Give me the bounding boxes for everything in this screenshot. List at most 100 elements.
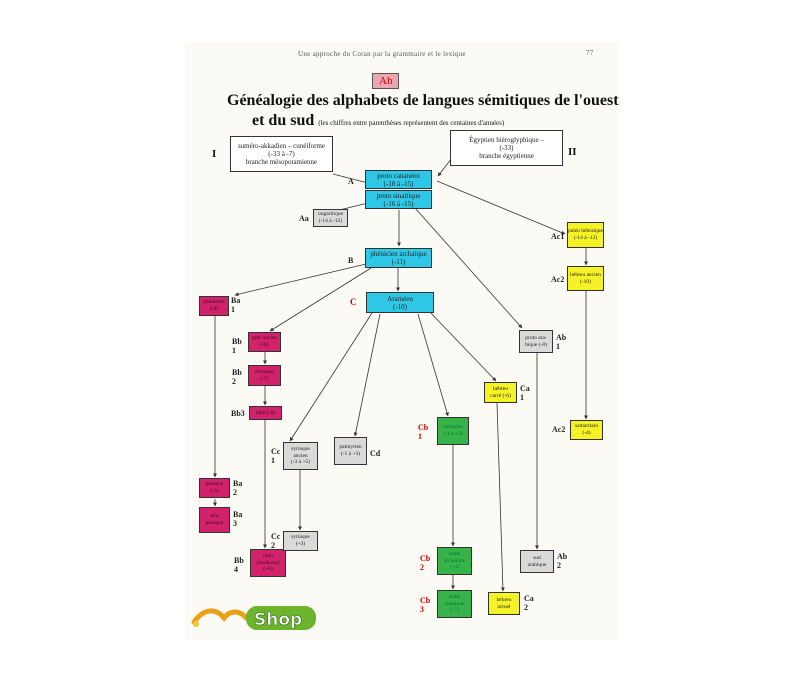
- box-text: (-1 à +3): [340, 451, 361, 457]
- label-Ab1: Ab 1: [556, 333, 567, 351]
- box-text: (-16 à -15): [383, 199, 414, 208]
- box-text: (-18 à -15): [383, 179, 414, 188]
- box-hebreu-ancien: hébreu ancien (-10): [567, 266, 604, 291]
- box-text: phénicien: [203, 299, 225, 306]
- box-text: phénicien archaïque: [370, 250, 427, 258]
- box-text: hébreu: [493, 385, 508, 392]
- box-cb3: arabe classique (+7): [437, 590, 472, 618]
- box-text: latin (-6): [255, 409, 276, 416]
- label-Ca1: Ca 1: [520, 384, 530, 402]
- arrow-proto-paleohebraique: [436, 180, 566, 235]
- box-text: actuel: [497, 603, 511, 610]
- box-bb4: latin (moderne) (+6): [250, 549, 286, 577]
- box-arameen: Araméen (-10): [366, 292, 434, 313]
- logo-text: Shop: [254, 610, 302, 630]
- label-Cb2: Cb 2: [420, 554, 431, 572]
- label-Ca2: Ca 2: [524, 594, 534, 612]
- box-text: punique: [205, 520, 224, 526]
- box-bb3: latin (-6): [249, 406, 282, 420]
- box-text: (-14 à -12): [573, 235, 598, 241]
- box-text: hébreu ancien: [570, 271, 601, 278]
- box-text: punique: [205, 481, 224, 488]
- label-B: B: [348, 256, 354, 265]
- logo-swoosh-icon: Shop: [191, 606, 316, 630]
- box-ougaritique: ougaritique (-14 à -12): [313, 209, 348, 227]
- box-ab2: sud arabique: [520, 550, 554, 573]
- label-Ba1: Ba 1: [231, 296, 241, 314]
- box-text: branche égyptienne: [479, 152, 534, 160]
- box-phenicien-archaique: phénicien archaïque (-11): [365, 248, 432, 268]
- box-text: (-10): [393, 302, 407, 311]
- label-Ac1: Ac1: [551, 232, 565, 241]
- box-text: arabe: [448, 594, 461, 601]
- page-number: 77: [586, 49, 594, 57]
- box-text: (-3 à +5): [290, 459, 311, 466]
- box-text: classique: [444, 600, 465, 607]
- box-paleo-hebraique: paléo hébraïque (-14 à -12): [567, 222, 604, 248]
- label-Cb1: Cb 1: [418, 423, 429, 441]
- box-text: syriaque: [291, 534, 310, 541]
- box-cc1: syriaque ancien (-3 à +5): [283, 442, 318, 470]
- label-Bb1: Bb 1: [232, 337, 242, 355]
- box-text: (-4 à +3): [443, 431, 463, 437]
- box-samaritain: samaritain (-4): [570, 420, 603, 440]
- box-text: (+3): [295, 541, 306, 547]
- arrow-phenicien-ba1: [234, 263, 367, 297]
- box-text: paléo hébraïque: [568, 228, 603, 235]
- box-text: arabe: [448, 551, 461, 558]
- branch-roman-I: I: [212, 148, 217, 160]
- box-ab1: proto ara- bique (-8): [519, 330, 553, 353]
- box-text: Égyptien hiéroglyphique –: [469, 136, 544, 144]
- label-C: C: [350, 297, 357, 307]
- box-text: archaïque: [443, 557, 466, 564]
- box-text: (-7): [260, 375, 269, 382]
- box-text: sud: [533, 554, 541, 561]
- arrow-arameen-cb1: [417, 313, 449, 417]
- box-text: grec ancien: [251, 335, 278, 342]
- branch-roman-II: II: [568, 146, 577, 158]
- box-proto-sinaitique: proto sinaïtique (-16 à -15): [365, 190, 432, 209]
- box-text: ougaritique: [317, 211, 344, 218]
- label-Cc1: Cc 1: [271, 447, 281, 465]
- label-Ba2: Ba 2: [233, 479, 243, 497]
- box-text: ancien: [293, 452, 308, 459]
- box-cd: palmyrien (-1 à +3): [334, 437, 367, 465]
- arrow-ca1-ca2: [496, 402, 505, 592]
- arrow-proto-protoarabique: [414, 207, 523, 329]
- box-bb2: étrusque (-7): [248, 365, 281, 386]
- box-text: latin: [263, 553, 273, 560]
- box-text: (moderne): [256, 559, 280, 566]
- arrow-phenicien-bb1: [269, 267, 372, 332]
- box-text: proto ara-: [525, 334, 547, 341]
- arrow-arameen-ca1: [427, 309, 497, 382]
- label-Cc2: Cc 2: [271, 532, 281, 550]
- label-A: A: [348, 177, 354, 186]
- box-text: Araméen: [387, 294, 413, 303]
- box-text: (-33 à -7): [268, 150, 295, 158]
- box-text: (-5): [210, 488, 219, 494]
- box-text: (+7): [449, 607, 460, 614]
- box-ba1: phénicien (-9): [199, 296, 229, 316]
- box-ba3: néo punique: [199, 507, 230, 533]
- label-Ba3: Ba 3: [233, 510, 243, 528]
- label-Ac2-samaritain: Ac2: [552, 425, 566, 434]
- box-text: hébreu: [496, 596, 512, 603]
- box-sumero-akkadien: suméro-akkadien – cunéiforme (-33 à -7) …: [230, 136, 333, 172]
- label-Aa: Aa: [299, 214, 309, 223]
- label-Cd: Cd: [370, 449, 381, 458]
- label-Bb3: Bb3: [231, 409, 245, 418]
- box-proto-canaaneen: proto cananéen (-18 à -15): [365, 170, 432, 189]
- running-header: Une approche du Coran par la grammaire e…: [298, 50, 466, 58]
- box-ca2: hébreu actuel: [488, 592, 520, 615]
- label-Bb2: Bb 2: [232, 368, 242, 386]
- section-badge: Ah: [372, 73, 400, 89]
- label-Ac2-hebreu-ancien: Ac2: [551, 275, 565, 284]
- box-text: syriaque: [291, 446, 310, 453]
- box-text: nabatéen: [443, 424, 463, 431]
- box-text: (-8): [260, 342, 269, 348]
- box-text: (-10): [580, 278, 591, 285]
- shop-logo: Shop: [190, 600, 320, 638]
- box-text: arabique: [527, 561, 547, 568]
- box-cb2: arabe archaïque (+4): [437, 547, 472, 575]
